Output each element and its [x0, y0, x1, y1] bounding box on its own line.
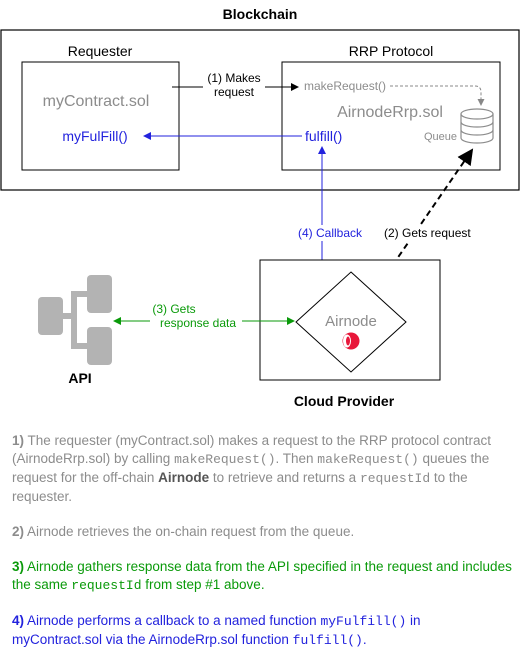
step-4-text-a: Airnode performs a callback to a named f… — [24, 613, 321, 628]
step-1-text-a: The requester (myContract.sol) makes a r… — [12, 433, 491, 466]
step-2-number: 2) — [12, 524, 25, 539]
makerequest-to-queue-arrow — [390, 85, 485, 106]
step-1: 1) The requester (myContract.sol) makes … — [12, 432, 514, 506]
step-1-code-requestid: requestId — [359, 471, 431, 486]
queue-label: Queue — [424, 131, 457, 143]
myfulfill-label: myFulFill() — [62, 128, 127, 144]
step-1-text-c: queues the request for the off-chain — [12, 451, 490, 485]
step-2-text: Airnode retrieves the on-chain request f… — [24, 524, 355, 539]
callback-label: (4) Callback — [298, 226, 363, 240]
step-1-text-d: to retrieve and returns a — [209, 470, 360, 485]
airnode-logo-icon — [342, 332, 360, 350]
step-3-number: 3) — [12, 559, 25, 574]
gets-request-label: (2) Gets request — [384, 226, 471, 240]
step-3: 3) Airnode gathers response data from th… — [12, 558, 514, 595]
makes-request-line1: (1) Makes — [207, 71, 260, 85]
step-3-text-b: from step #1 above. — [141, 577, 265, 592]
step-1-text-b: . Then — [275, 451, 318, 466]
step-1-airnode-bold: Airnode — [158, 470, 210, 485]
step-4-code-myfulfill: myFulfill() — [320, 614, 407, 629]
cloud-provider-label: Cloud Provider — [294, 393, 395, 409]
gets-response-line1: (3) Gets — [152, 302, 195, 316]
makes-request-line2: request — [214, 85, 255, 99]
step-1-text-e: to the requester. — [12, 470, 468, 504]
step-4-number: 4) — [12, 613, 25, 628]
rrp-title: RRP Protocol — [349, 43, 434, 59]
step-1-code-makerequest-2: makeRequest() — [317, 452, 419, 467]
makerequest-label: makeRequest() — [304, 79, 386, 93]
queue-database-icon — [460, 108, 494, 144]
requester-box — [21, 61, 180, 171]
requester-title: Requester — [68, 43, 133, 59]
architecture-diagram: Blockchain Requester myContract.sol myFu… — [0, 6, 520, 409]
blockchain-title: Blockchain — [223, 6, 298, 22]
step-4-code-fulfill: fulfill() — [292, 633, 363, 648]
step-3-code-requestid: requestId — [71, 578, 142, 593]
airnode-node — [295, 271, 407, 373]
step-2: 2) Airnode retrieves the on-chain reques… — [12, 523, 514, 541]
steps-description: 1) The requester (myContract.sol) makes … — [12, 432, 514, 667]
gets-response-line2: response data — [160, 316, 236, 330]
step-1-code-makerequest: makeRequest() — [174, 452, 276, 467]
api-label: API — [68, 370, 91, 386]
step-4: 4) Airnode performs a callback to a name… — [12, 612, 514, 650]
response-data-arrowhead-left — [113, 317, 121, 325]
airnoderrp-label: AirnodeRrp.sol — [337, 104, 443, 121]
airnode-label: Airnode — [325, 313, 377, 330]
step-1-number: 1) — [12, 433, 25, 448]
mycontract-label: myContract.sol — [43, 93, 150, 110]
fulfill-label: fulfill() — [305, 128, 342, 144]
api-server-icon — [38, 275, 112, 365]
step-3-text-a: Airnode gathers response data from the A… — [12, 559, 512, 592]
step-4-text-c: . — [362, 632, 367, 647]
